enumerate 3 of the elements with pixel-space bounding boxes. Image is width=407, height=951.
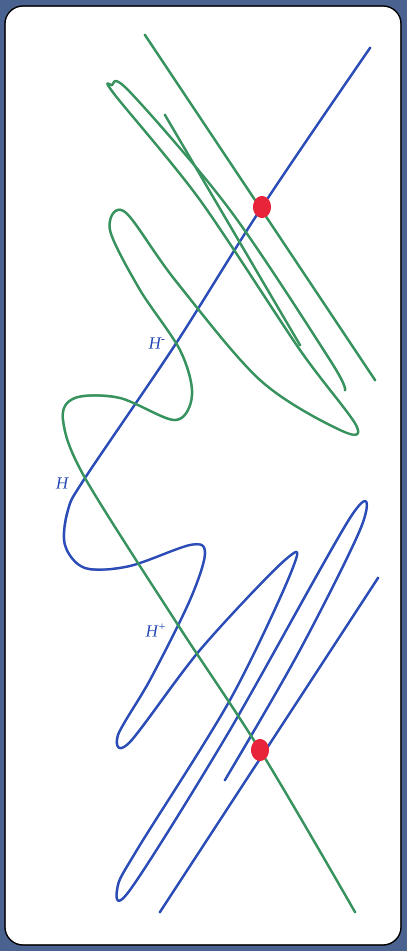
point-label: H$^{-}$ [148,337,164,349]
point-label: H [56,477,69,489]
point-label: H$^{+}$ [145,624,165,636]
